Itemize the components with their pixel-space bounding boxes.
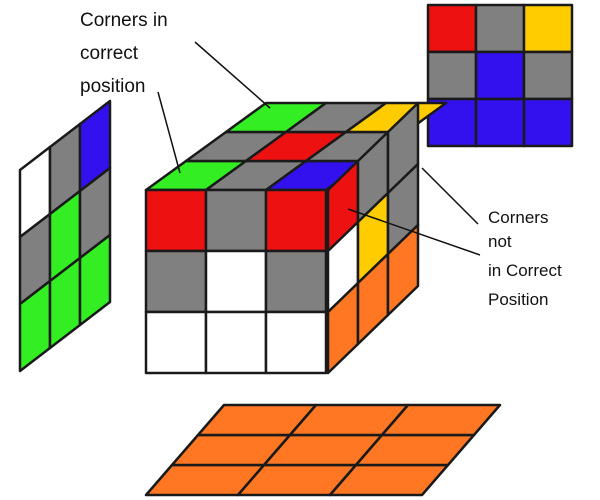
back-sticker-r1-c3: [522, 3, 574, 54]
label-incorrect-line-4: Position: [488, 290, 548, 309]
label-incorrect-corners: Corners not in Correct Position: [488, 208, 562, 309]
cube-front-face: [144, 188, 328, 375]
back-face-panel: [426, 3, 574, 148]
left-face-panel: [18, 99, 112, 373]
back-sticker-r2-c3: [522, 50, 574, 101]
label-correct-line-1: Corners in: [80, 10, 168, 31]
back-sticker-r1-c1: [426, 3, 478, 54]
label-incorrect-line-2: not: [488, 232, 512, 251]
callout-line-right-corner: [347, 208, 481, 256]
left-sticker-r3-c3: [78, 233, 112, 327]
back-sticker-r2-c1: [426, 50, 478, 101]
front-sticker-r2-c2: [204, 249, 268, 314]
label-incorrect-line-3: in Correct: [488, 261, 562, 280]
bottom-face-panel: [144, 403, 502, 497]
callout-line-front-corner: [157, 91, 181, 174]
back-sticker-r2-c2: [474, 50, 526, 101]
front-sticker-r2-c3: [264, 249, 328, 314]
label-correct-line-2: correct: [80, 43, 139, 64]
front-sticker-r1-c2: [204, 188, 268, 253]
label-incorrect-line-1: Corners: [488, 208, 548, 227]
callout-lines: [157, 41, 481, 256]
front-sticker-r3-c1: [144, 310, 208, 375]
label-correct-line-3: position: [80, 76, 146, 97]
callout-line-top-corner: [194, 41, 271, 109]
back-sticker-r3-c3: [522, 97, 574, 148]
callout-line-back-corner: [421, 167, 479, 225]
front-sticker-r2-c1: [144, 249, 208, 314]
front-sticker-r3-c2: [204, 310, 268, 375]
bottom-sticker-r3-c3: [380, 403, 502, 437]
right-sticker-r3-c3: [386, 223, 420, 317]
back-sticker-r1-c2: [474, 3, 526, 54]
back-sticker-r3-c2: [474, 97, 526, 148]
front-sticker-r3-c3: [264, 310, 328, 375]
front-sticker-r1-c3: [264, 188, 328, 253]
front-sticker-r1-c1: [144, 188, 208, 253]
top-sticker-r3-c3: [344, 101, 448, 134]
label-correct-corners: Corners in correct position: [80, 10, 168, 97]
